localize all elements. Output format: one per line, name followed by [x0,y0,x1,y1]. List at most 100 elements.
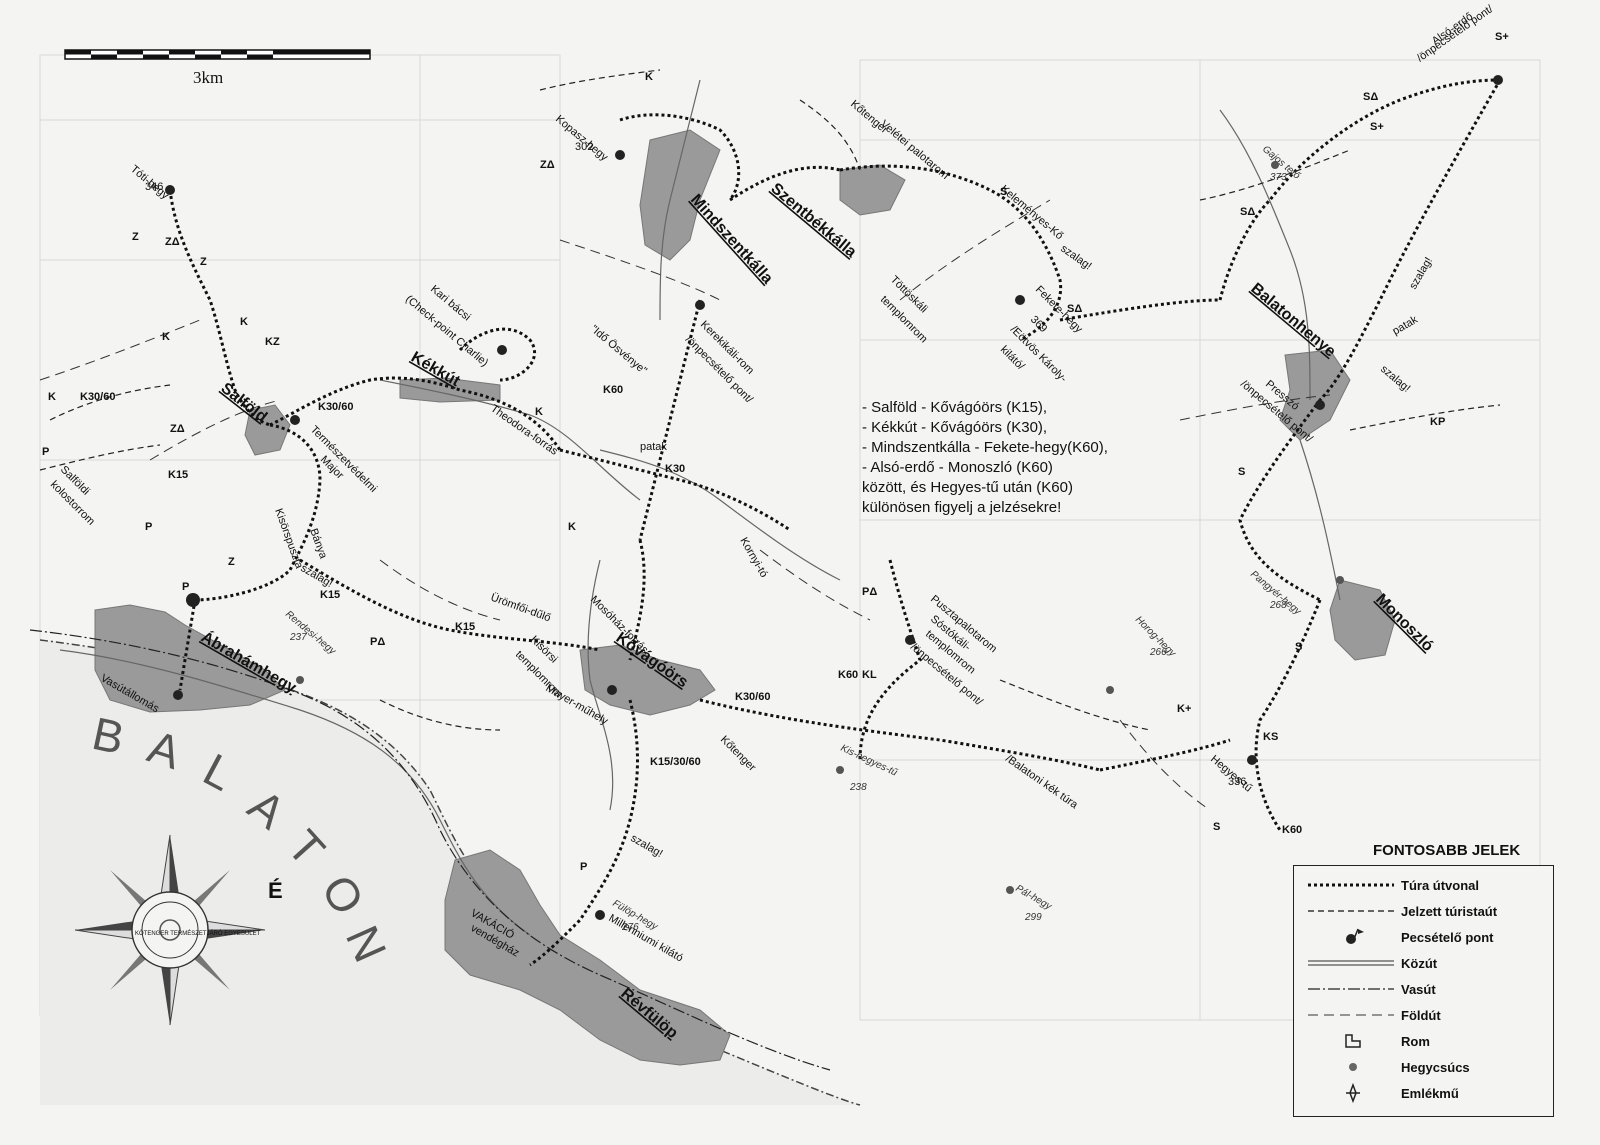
trail-mark: K [535,406,543,418]
label-gajos-alt: 373 [1270,172,1287,183]
label-kornyi-to: Kornyi-tó [737,536,769,580]
legend-item: Emlékmű [1294,1080,1553,1106]
szentbekkalla-area [839,164,906,216]
trail-mark: K [568,521,576,533]
trail-mark: PΔ [862,586,877,598]
label-termeszet: Természetvédelmi [308,424,379,495]
town-revfulop[interactable]: Révfülöp [617,985,681,1042]
town-abrahamhegy[interactable]: Ábrahámhegy [198,627,300,697]
legend-title: FONTOSABB JELEK [1373,842,1521,859]
railway-icon [1306,979,1401,999]
peak-marker [1271,161,1279,169]
label-kisorspuszta: Kisörspuszta [272,507,305,571]
trail-mark: SΔ [1240,206,1255,218]
legend-label: Közút [1401,955,1438,971]
legend-label: Rom [1401,1033,1430,1049]
marked-trails [39,69,1501,731]
trail-mark: Z [228,556,235,568]
notice-line: - Mindszentkálla - Fekete-hegy(K60), [862,439,1108,456]
town-kekkut[interactable]: Kékkút [408,349,463,391]
trail-mark: K60 [1282,824,1302,836]
town-balatonhenye[interactable]: Balatonhenye [1247,280,1338,361]
label-fulop-hegy-alt: 276 [621,922,639,933]
trail-mark: P [580,861,587,873]
label-hegyes-tu: Hegyes-tű [1208,753,1254,794]
town-mindszentkalla[interactable]: Mindszentkálla [687,191,776,287]
stamp-point [1493,75,1503,85]
trail-mark: K15/30/60 [650,756,701,768]
trail-mark: K+ [1177,703,1191,715]
notice-line: között, és Hegyes-tű után (K60) [862,479,1073,496]
stamp-point-icon [1306,927,1401,947]
trail-mark: KS [1263,731,1278,743]
kekkut-area [399,377,501,403]
legend-item: Hegycsúcs [1294,1054,1553,1080]
trail-mark: K30/60 [318,401,353,413]
notice-line: különösen figyelj a jelzésekre! [862,499,1062,516]
label-szalag-4: szalag! [1407,255,1435,291]
trail-mark: K [645,71,653,83]
label-szalag-2: szalag! [629,832,665,860]
roads [59,79,1341,936]
label-hegyes-tu-alt: 336 [1228,776,1246,788]
scale-bar [64,49,371,60]
legend-item: Jelzett túristaút [1294,898,1553,924]
label-rendesi-alt: 237 [289,632,307,643]
trail-mark: P [42,446,49,458]
trail-mark: ZΔ [165,236,180,248]
label-kopasz-hegy-alt: 302 [575,141,593,153]
stamp-point [607,685,617,695]
peaks [296,161,1344,894]
stamp-point [615,150,625,160]
trail-mark: K15 [168,469,188,481]
town-monoszlo[interactable]: Monoszló [1372,591,1436,655]
scale-label: 3km [193,68,224,87]
dotted-route-icon [1306,875,1401,895]
peak-icon [1306,1057,1401,1077]
label-balatoni-kek: /Balatoni kék túra [1003,753,1080,812]
revfulop-area [444,849,731,1066]
monoszlo-area [1329,579,1396,661]
notice-line: - Alsó-erdő - Monoszló (K60) [862,459,1053,476]
stamp-point [290,415,300,425]
trail-mark: K30 [665,463,685,475]
label-pal-hegy: Pál-hegy [1014,883,1055,913]
stamp-point [497,345,507,355]
compass-east-label: É [268,878,283,903]
peak-marker [1006,886,1014,894]
stamp-point [1247,755,1257,765]
trail-mark: K [48,391,56,403]
trail-mark: S [1295,641,1302,653]
trail-mark: K30/60 [735,691,770,703]
label-toti-hegy-alt: 346 [145,181,163,193]
trail-mark: K60 [603,384,623,396]
legend-item: Közút [1294,950,1553,976]
label-pangyer-alt: 268 [1269,600,1287,611]
stamp-point [905,635,915,645]
peak-marker [296,676,304,684]
dirt-roads [39,199,1331,811]
legend-label: Vasút [1401,981,1436,997]
trail-mark: S+ [1495,31,1509,43]
trail-mark: P [182,581,189,593]
monument-icon [1306,1082,1401,1104]
label-szalag-1: szalag! [299,562,335,590]
town-salfold[interactable]: Salföld [218,380,271,426]
town-szentbekkalla[interactable]: Szentbékkálla [767,180,859,261]
trail-mark: KP [1430,416,1445,428]
notice-line: - Kékkút - Kővágóörs (K30), [862,419,1048,436]
label-kis-hegyes-alt: 238 [849,782,867,793]
balatonhenye-area [1279,349,1351,441]
label-banya: Bánya [307,527,329,561]
kovagoors-area [579,644,716,716]
label-theodora: Theodora-forrás [488,403,560,458]
marked-trail-icon [1306,901,1401,921]
legend-label: Pecsételő pont [1401,929,1494,945]
trail-mark: K60 [838,669,858,681]
trail-mark: K15 [455,621,475,633]
legend-item: Földút [1294,1002,1553,1028]
label-ido-osvenye: "Idő Ösvénye" [588,323,649,377]
label-uromfoi: Üröm­fői-dűlő [489,592,552,625]
